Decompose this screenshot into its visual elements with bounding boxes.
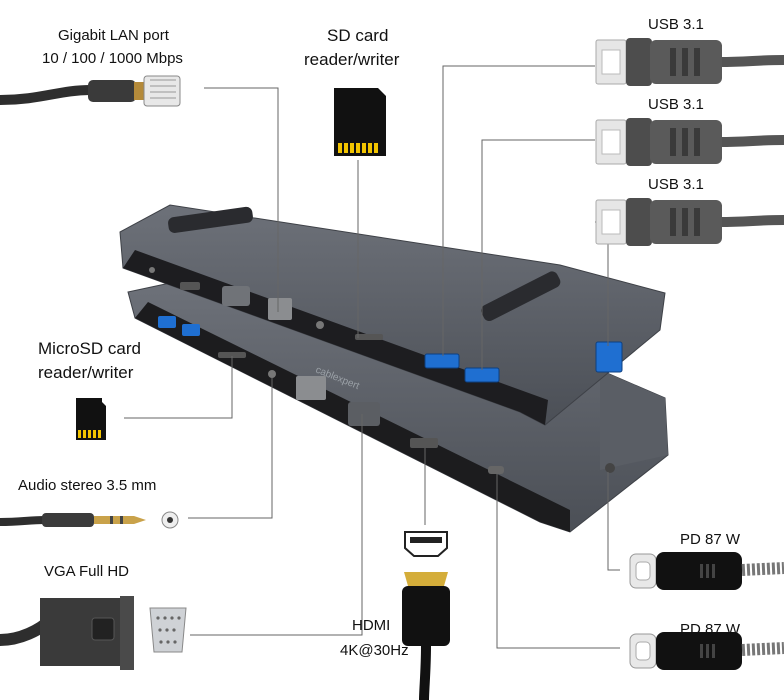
- usb-a-plug-icon: [595, 38, 784, 246]
- sd-card-icon: [334, 88, 386, 156]
- upper-hdmi-port: [180, 282, 200, 290]
- microsd-card-icon: [76, 398, 106, 440]
- leader-usb-b: [481, 139, 595, 370]
- lower-vga-port: [348, 402, 380, 426]
- leader-vga: [190, 414, 363, 636]
- upper-usb-a-port-1: [424, 353, 460, 369]
- upper-ports: [149, 267, 623, 383]
- lan-title-label: Gigabit LAN port: [58, 27, 169, 44]
- audio-jack-icon: [0, 511, 179, 529]
- lower-power-port: [605, 463, 615, 473]
- upper-lan-port: [268, 298, 292, 320]
- usb-label-2: USB 3.1: [648, 96, 704, 113]
- docking-station: cablexpert: [119, 204, 669, 533]
- leader-pd-b: [496, 474, 620, 649]
- vga-plug-icon: [0, 596, 187, 670]
- upper-sd-slot: [355, 334, 383, 340]
- ethernet-plug-icon: [0, 75, 181, 107]
- lan-speed-label: 10 / 100 / 1000 Mbps: [42, 50, 183, 67]
- leader-lines: [124, 65, 620, 649]
- pd-label-1: PD 87 W: [680, 531, 741, 548]
- pd-label-2: PD 87 W: [680, 621, 741, 638]
- lower-audio-port: [268, 370, 276, 378]
- hdmi-label-line2: 4K@30Hz: [340, 642, 409, 659]
- upper-vga-port: [222, 286, 250, 306]
- upper-usb-a-port-2: [464, 367, 500, 383]
- lower-usbc-port: [488, 466, 504, 474]
- lower-lan-port: [296, 376, 326, 400]
- leader-microsd: [124, 356, 233, 419]
- lower-usb-a-port-2: [182, 324, 200, 336]
- vga-label: VGA Full HD: [44, 563, 130, 580]
- sd-label-line2: reader/writer: [304, 50, 400, 69]
- usb-label-1: USB 3.1: [648, 16, 704, 33]
- leader-lan: [204, 87, 279, 312]
- lower-usb-a-port-1: [158, 316, 176, 328]
- hdmi-label-line1: HDMI: [352, 617, 391, 634]
- audio-label: Audio stereo 3.5 mm: [18, 477, 157, 494]
- hdmi-plug-icon: [402, 531, 450, 700]
- leader-pd-a: [607, 472, 620, 571]
- leader-usb-a: [442, 65, 595, 356]
- upper-audio-port: [316, 321, 324, 329]
- microsd-label-line1: MicroSD card: [38, 339, 141, 358]
- lower-hdmi-port: [410, 438, 438, 448]
- usb-c-plug-icon: [629, 552, 784, 670]
- usb-label-3: USB 3.1: [648, 176, 704, 193]
- upper-usb-a-port-3: [595, 341, 623, 373]
- sd-label-line1: SD card: [327, 26, 389, 45]
- microsd-label-line2: reader/writer: [38, 363, 134, 382]
- leader-audio: [188, 378, 273, 519]
- lower-microsd-slot: [218, 352, 246, 358]
